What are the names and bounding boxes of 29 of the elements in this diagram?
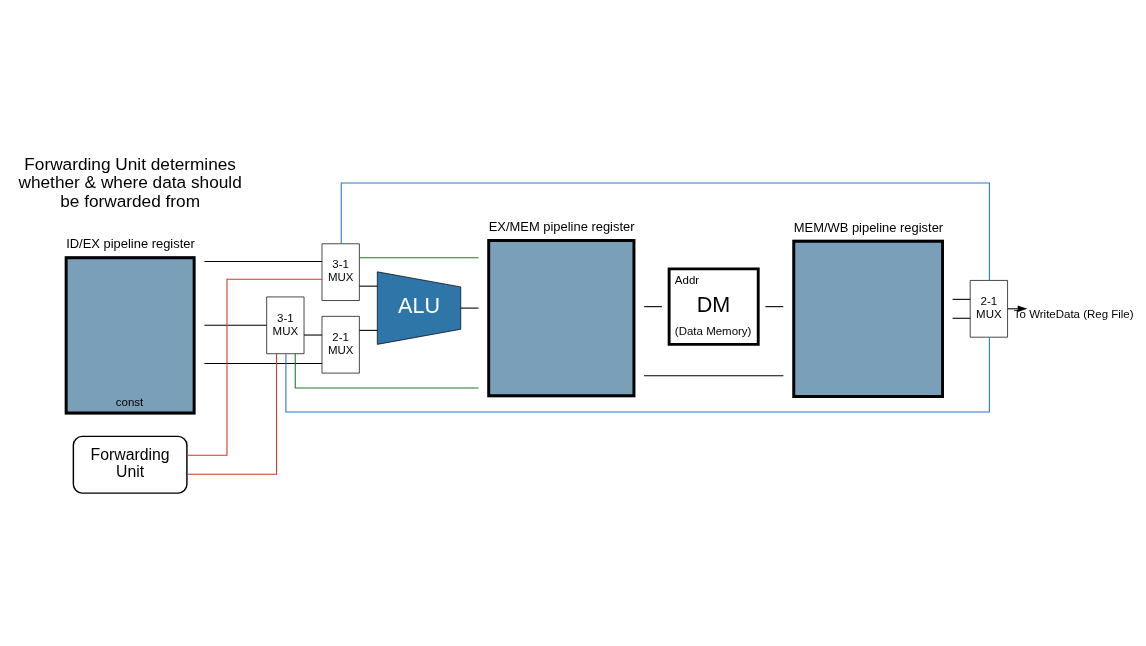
node-label: MEM/WB pipeline register	[793, 219, 944, 235]
connector	[303, 334, 323, 336]
node-label: EX/MEM pipeline register	[488, 218, 635, 234]
connector	[340, 182, 990, 281]
connector	[643, 375, 784, 377]
connector	[294, 353, 480, 389]
node-box: 2-1 MUX	[321, 316, 360, 374]
connector	[203, 324, 268, 326]
node-box: 3-1 MUX	[266, 296, 305, 355]
edge-label: To WriteData (Reg File)	[1013, 308, 1134, 321]
connector	[203, 362, 323, 364]
node-box: Forwarding Unit	[72, 435, 188, 494]
connector	[186, 353, 278, 475]
connector	[764, 306, 784, 308]
connector	[186, 278, 323, 456]
connector	[203, 260, 323, 263]
node-box: Addr DM (Data Memory)	[667, 267, 760, 346]
node-box: 2-1 MUX	[969, 280, 1008, 338]
connector	[358, 329, 378, 331]
node-box: 3-1 MUX	[321, 243, 360, 301]
node-box: ALU	[376, 271, 462, 345]
connector	[643, 306, 663, 308]
connector	[285, 336, 990, 413]
label: Forwarding Unit determines whether & where data should be forwarded from	[18, 153, 242, 211]
connector	[460, 307, 479, 309]
arrow	[1007, 305, 1028, 313]
node-label: ID/EX pipeline register	[66, 236, 195, 252]
connector	[358, 285, 378, 287]
connector	[358, 257, 480, 259]
